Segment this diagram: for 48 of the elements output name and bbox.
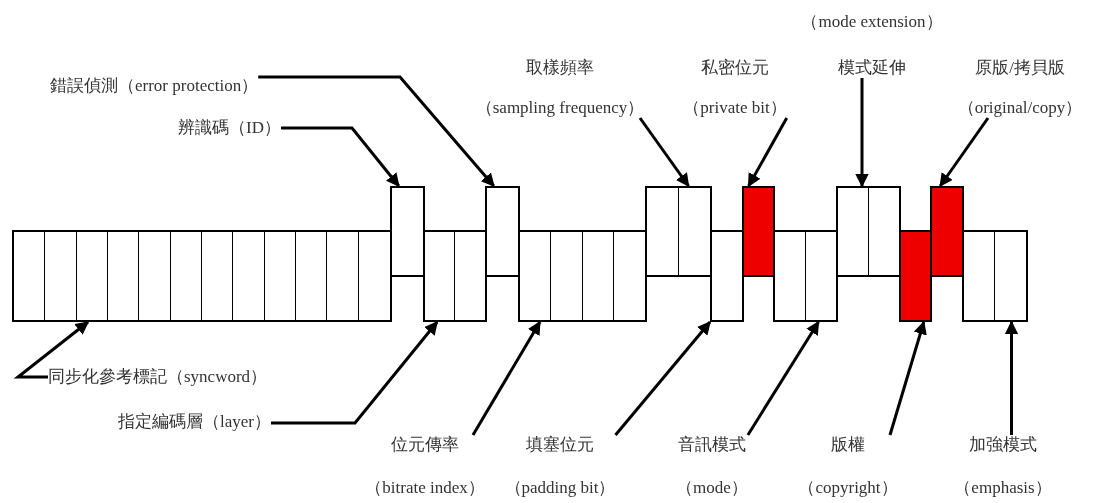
field-label: 同步化參考標記（syncword） bbox=[48, 367, 268, 387]
arrow bbox=[938, 117, 990, 188]
field-label: （emphasis） bbox=[954, 478, 1052, 498]
bit-field bbox=[645, 186, 712, 277]
bit-field bbox=[12, 230, 392, 322]
field-label: （padding bit） bbox=[504, 478, 616, 498]
bit-field bbox=[390, 186, 425, 277]
bit-field bbox=[518, 230, 647, 322]
field-label: （mode） bbox=[676, 478, 748, 498]
field-label: （copyright） bbox=[798, 478, 898, 498]
field-label: 音訊模式 bbox=[678, 435, 746, 455]
bit-field bbox=[836, 186, 901, 277]
field-label: （sampling frequency） bbox=[475, 98, 645, 118]
bit-field bbox=[423, 230, 487, 322]
bit-field bbox=[773, 230, 838, 322]
field-label: 原版/拷貝版 bbox=[975, 58, 1065, 78]
field-label: 錯誤偵測（error protection） bbox=[50, 76, 259, 96]
arrow bbox=[855, 78, 869, 188]
bit-field bbox=[930, 186, 964, 277]
field-label: （mode extension） bbox=[801, 12, 943, 32]
arrow bbox=[258, 75, 495, 187]
arrow bbox=[1004, 320, 1019, 435]
field-label: 位元傳率 bbox=[391, 435, 459, 455]
arrow bbox=[888, 320, 927, 436]
arrow bbox=[746, 320, 820, 436]
field-label: 版權 bbox=[831, 435, 865, 455]
bit-field bbox=[899, 230, 932, 322]
arrow bbox=[271, 320, 439, 425]
field-label: （bitrate index） bbox=[365, 478, 485, 498]
field-label: （original/copy） bbox=[957, 98, 1083, 118]
arrow bbox=[13, 320, 90, 379]
field-label: 私密位元 bbox=[701, 58, 769, 78]
field-label: 填塞位元 bbox=[526, 435, 594, 455]
field-label: （private bit） bbox=[683, 98, 787, 118]
field-label: 指定編碼層（layer） bbox=[118, 412, 271, 432]
field-label: 取樣頻率 bbox=[526, 58, 594, 78]
field-label: 模式延伸 bbox=[838, 58, 906, 78]
bit-field bbox=[485, 186, 520, 277]
bit-field bbox=[710, 230, 744, 322]
arrow bbox=[281, 126, 400, 188]
field-label: 加強模式 bbox=[969, 435, 1037, 455]
arrow bbox=[614, 320, 712, 436]
field-label: 辨識碼（ID） bbox=[178, 118, 281, 138]
bit-field bbox=[962, 230, 1028, 322]
arrow bbox=[747, 117, 788, 188]
arrow bbox=[471, 320, 542, 436]
arrow bbox=[638, 117, 690, 188]
bit-field bbox=[742, 186, 775, 277]
